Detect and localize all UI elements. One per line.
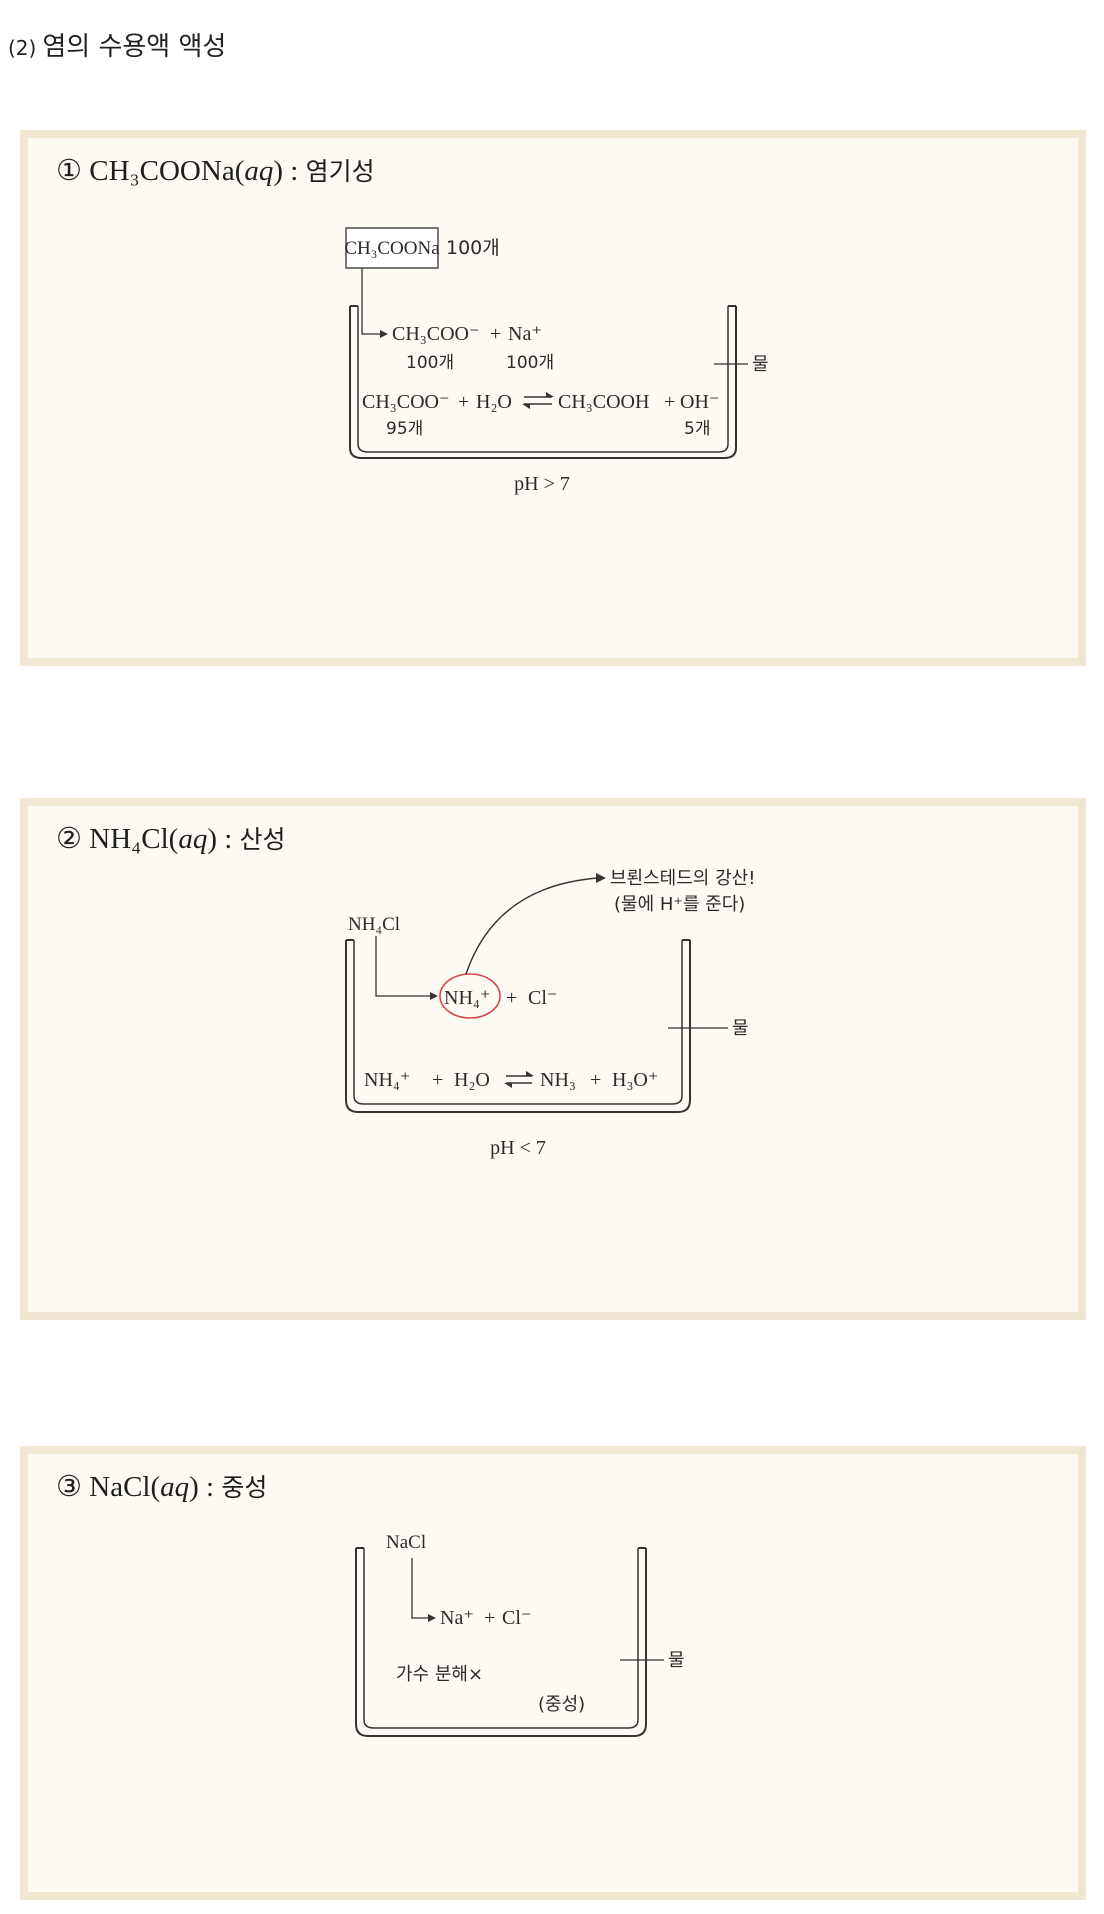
count-1b: 100개 <box>506 353 554 373</box>
ion-2a: NH₄⁺ <box>444 987 490 1009</box>
section-number: (2) <box>8 36 37 60</box>
hyd-1-p2: OH⁻ <box>680 391 719 413</box>
beaker-diagram-2: NH₄Cl NH₄⁺ + Cl⁻ 브뢴스테드의 강산! (물에 H⁺를 준다) … <box>345 868 755 1159</box>
panel-3-state: aq <box>160 1471 190 1503</box>
equilibrium-arrow-2 <box>504 1071 534 1088</box>
water-label-1: 물 <box>752 354 769 375</box>
panel-3-marker: ③ <box>56 1471 82 1503</box>
hyd-1-plus-a: + <box>458 391 469 413</box>
salt-label-3: NaCl <box>386 1532 426 1553</box>
neutral-note: (중성) <box>538 1694 585 1715</box>
callout-line-1: 브뢴스테드의 강산! <box>610 868 755 889</box>
panel-2-formula: NH₄Cl <box>89 823 169 855</box>
panel-3-heading: ③ NaCl(aq) : 중성 <box>56 1471 268 1503</box>
beaker-diagram-1: CH₃COONa 100개 CH₃COO⁻ + Na⁺ 100개 100개 CH… <box>344 227 769 495</box>
panel-1-formula: CH₃COONa <box>89 155 235 187</box>
plus-3: + <box>484 1607 495 1629</box>
panel-2-heading: ② NH₄Cl(aq) : 산성 <box>56 823 286 855</box>
section-title: (2)염의 수용액 액성 <box>8 26 226 63</box>
section-title-text: 염의 수용액 액성 <box>42 32 227 62</box>
salt-label-2: NH₄Cl <box>348 914 400 935</box>
hyd-2-p1: NH₃ <box>540 1069 576 1091</box>
salt-count-1: 100개 <box>446 237 500 259</box>
hyd-2-plus-a: + <box>432 1069 443 1091</box>
hyd-1-r2: H₂O <box>476 391 512 413</box>
hyd-1-plus-b: + <box>664 391 675 413</box>
highlight-circle <box>439 973 501 1019</box>
ion-1a: CH₃COO⁻ <box>392 323 480 345</box>
panel-1-heading: ① CH₃COONa(aq) : 염기성 <box>56 155 375 187</box>
count-1a: 100개 <box>406 353 454 373</box>
hyd-2-plus-b: + <box>590 1069 601 1091</box>
panel-basic-salt: ① CH₃COONa(aq) : 염기성 CH₃COONa 100개 CH₃CO… <box>20 130 1086 666</box>
water-label-2: 물 <box>732 1018 749 1039</box>
ion-1b: Na⁺ <box>508 323 542 345</box>
plus-2: + <box>506 987 517 1009</box>
hyd-2-p2: H₃O⁺ <box>612 1069 658 1091</box>
panel-acidic-salt: ② NH₄Cl(aq) : 산성 NH₄Cl NH₄⁺ + Cl⁻ 브뢴스테드의… <box>20 798 1086 1320</box>
beaker-diagram-3: NaCl Na⁺ + Cl⁻ 가수 분해× (중성) 물 <box>355 1532 685 1737</box>
ph-1: pH > 7 <box>514 473 570 495</box>
hyd-1-r1: CH₃COO⁻ <box>362 391 450 413</box>
hyd-2-r1: NH₄⁺ <box>364 1069 410 1091</box>
hyd-1-count-right: 5개 <box>684 419 710 439</box>
panel-3-formula: NaCl <box>89 1471 151 1503</box>
panel-3-property: 중성 <box>221 1473 268 1502</box>
hyd-2-r2: H₂O <box>454 1069 490 1091</box>
panel-1-state: aq <box>244 155 274 187</box>
panel-2-marker: ② <box>56 823 82 855</box>
equilibrium-arrow-1 <box>522 392 554 409</box>
panel-1-property: 염기성 <box>305 157 375 186</box>
water-label-3: 물 <box>668 1650 685 1671</box>
panel-2-property: 산성 <box>239 825 286 854</box>
panel-2-state: aq <box>178 823 208 855</box>
hyd-1-count-left: 95개 <box>386 419 423 439</box>
callout-line-2: (물에 H⁺를 준다) <box>614 894 745 915</box>
ion-3a: Na⁺ <box>440 1607 474 1629</box>
ion-3b: Cl⁻ <box>502 1607 531 1629</box>
ion-2b: Cl⁻ <box>528 987 557 1009</box>
hyd-1-p1: CH₃COOH <box>558 391 649 413</box>
salt-label-1: CH₃COONa <box>344 238 440 259</box>
panel-neutral-salt: ③ NaCl(aq) : 중성 NaCl Na⁺ + Cl⁻ 가수 분해× (중… <box>20 1446 1086 1900</box>
panel-1-marker: ① <box>56 155 82 187</box>
plus-1: + <box>490 323 501 345</box>
ph-2: pH < 7 <box>490 1137 546 1159</box>
no-hydrolysis-note: 가수 분해× <box>396 1664 483 1685</box>
